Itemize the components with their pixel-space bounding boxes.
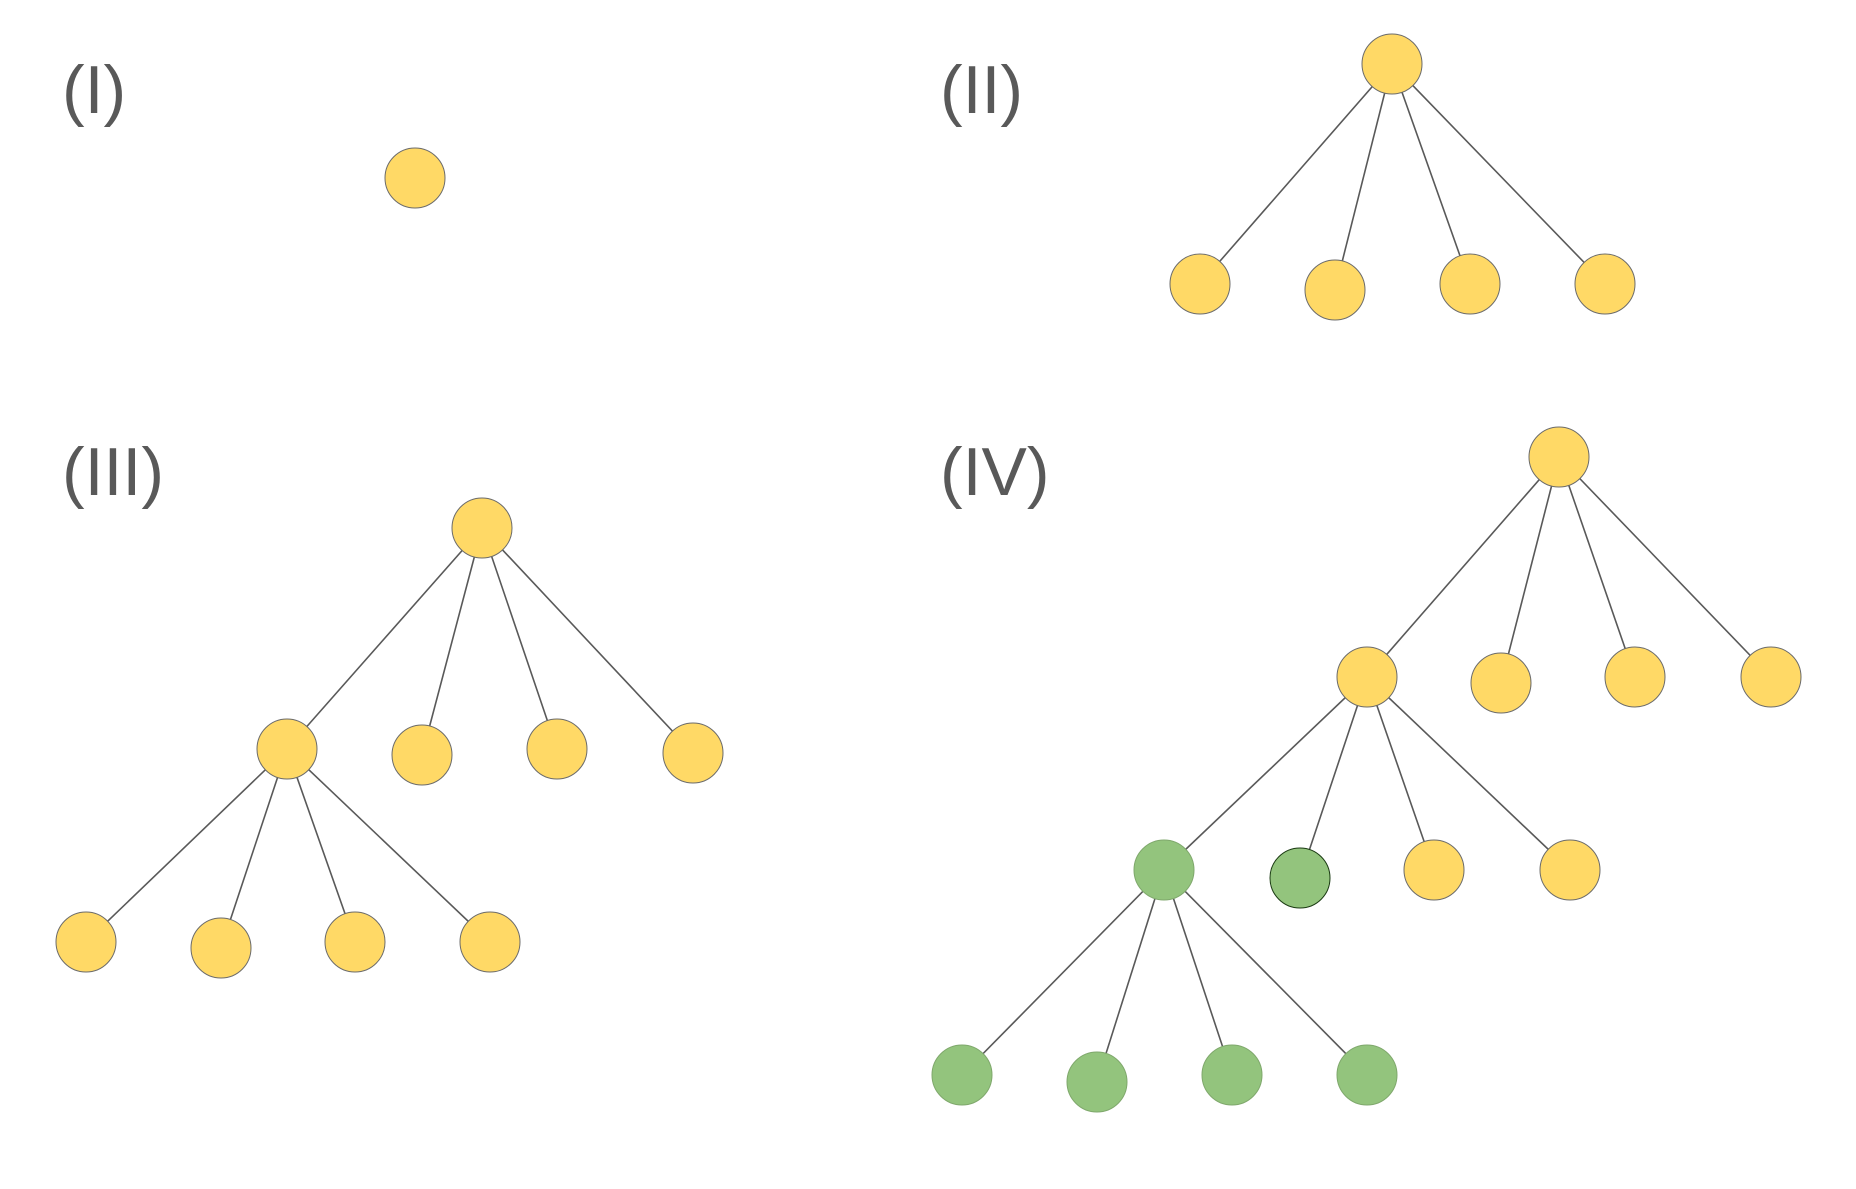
tree-node-green — [1201, 1044, 1263, 1106]
panel-label-i: (I) — [62, 52, 126, 128]
tree-edge — [1163, 869, 1368, 1076]
panel-label-iii: (III) — [62, 434, 164, 510]
tree-edge — [1391, 63, 1606, 285]
tree-edge — [1558, 456, 1636, 678]
tree-node-green — [1133, 839, 1195, 901]
tree-node-yellow — [1539, 839, 1601, 901]
tree-node-yellow — [1439, 253, 1501, 315]
tree-node-yellow — [1169, 253, 1231, 315]
tree-node-yellow — [55, 911, 117, 973]
tree-node-green — [1269, 847, 1331, 909]
tree-edge — [1163, 676, 1368, 871]
tree-edge — [1366, 676, 1435, 871]
tree-edge — [1163, 869, 1233, 1076]
tree-root-node — [451, 497, 513, 559]
tree-node-yellow — [1604, 646, 1666, 708]
tree-node-yellow — [1336, 646, 1398, 708]
tree-root-node — [1528, 426, 1590, 488]
tree-edge — [481, 527, 558, 750]
tree-node-yellow — [1574, 253, 1636, 315]
panel-iv: (IV) — [931, 426, 1802, 1113]
tree-edge — [421, 527, 483, 756]
tree-node-green — [931, 1044, 993, 1106]
tree-edge — [1500, 456, 1560, 684]
tree-edge — [1366, 676, 1571, 871]
tree-root-node — [1361, 33, 1423, 95]
tree-node-yellow — [324, 911, 386, 973]
tree-edge — [1366, 456, 1560, 678]
tree-edge — [220, 748, 288, 949]
tree-edge — [286, 748, 356, 943]
tree-edge — [1558, 456, 1772, 678]
tree-root-node — [384, 147, 446, 209]
tree-edge — [286, 748, 491, 943]
panel-label-iv: (IV) — [940, 434, 1050, 510]
panel-iii: (III) — [55, 434, 724, 979]
tree-node-yellow — [1740, 646, 1802, 708]
tree-node-yellow — [1403, 839, 1465, 901]
tree-edge — [961, 869, 1165, 1076]
tree-node-green — [1066, 1051, 1128, 1113]
tree-node-yellow — [190, 917, 252, 979]
panel-label-ii: (II) — [940, 52, 1023, 128]
tree-node-yellow — [662, 722, 724, 784]
panel-i: (I) — [62, 52, 446, 209]
tree-node-yellow — [459, 911, 521, 973]
tree-edge — [1199, 63, 1393, 285]
tree-node-yellow — [526, 718, 588, 780]
tree-node-yellow — [1304, 259, 1366, 321]
tree-node-yellow — [256, 718, 318, 780]
tree-edge — [481, 527, 694, 754]
tree-edge — [1299, 676, 1368, 879]
panel-ii: (II) — [940, 33, 1636, 321]
tree-node-green — [1336, 1044, 1398, 1106]
tree-edge — [1334, 63, 1393, 291]
tree-node-yellow — [391, 724, 453, 786]
tree-edge — [286, 527, 483, 750]
tree-edge — [1096, 869, 1165, 1083]
tree-edge — [85, 748, 288, 943]
tree-edge — [1391, 63, 1471, 285]
tree-node-yellow — [1470, 652, 1532, 714]
